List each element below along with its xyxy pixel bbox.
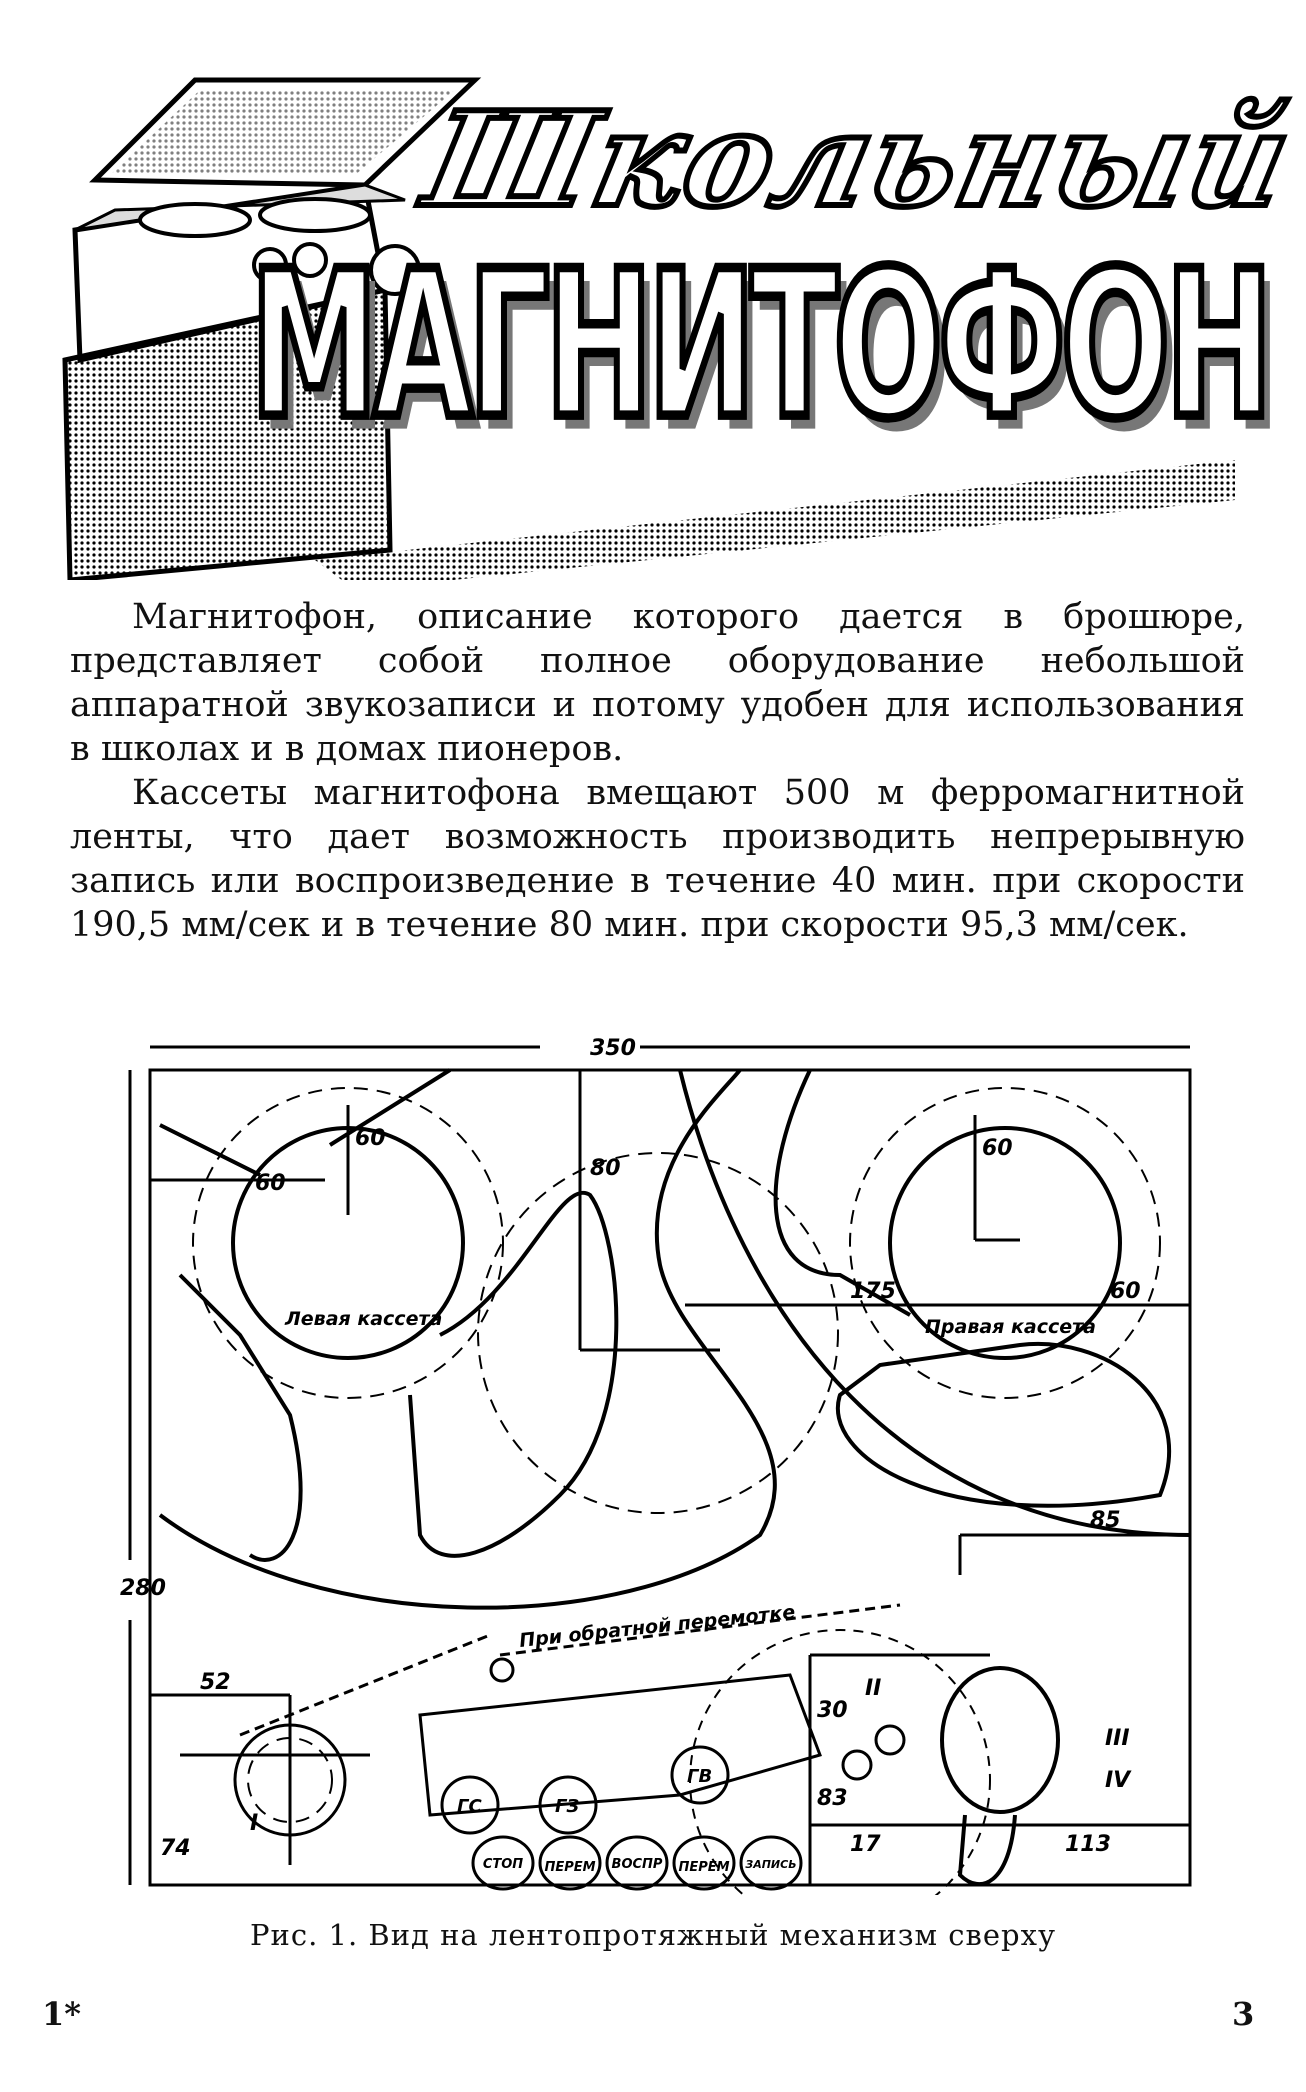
head-gz-label: ГЗ	[555, 1796, 579, 1817]
figure-caption: Рис. 1. Вид на лентопротяжный механизм с…	[249, 1918, 1057, 1952]
control-button-record: ЗАПИСЬ	[745, 1858, 796, 1871]
head-gv-label: ГВ	[687, 1766, 712, 1787]
control-button-play: ВОСПР	[612, 1857, 663, 1872]
roman-label: III	[1105, 1726, 1130, 1751]
left-cassette-label: Левая кассета	[284, 1308, 442, 1330]
paragraph: Магнитофон, описание которого дается в б…	[70, 597, 1245, 769]
control-button-rewind-back: ПЕРЕМ	[544, 1860, 595, 1875]
dim-17: 17	[850, 1832, 881, 1857]
roman-label: II	[865, 1676, 881, 1701]
dim-60: 60	[982, 1136, 1013, 1161]
panel-outline	[148, 1068, 1192, 1887]
right-cassette-reel	[888, 1126, 1122, 1360]
reverse-rewind-label: При обратной перемотке	[518, 1601, 796, 1652]
roman-label: I	[250, 1811, 258, 1836]
dim-113: 113	[1065, 1832, 1111, 1857]
dim-74: 74	[160, 1836, 191, 1861]
control-button-rewind-forward: ПЕРЕМ	[678, 1860, 729, 1875]
dim-height: 280	[120, 1576, 166, 1601]
head-gs-label: ГС	[457, 1796, 482, 1817]
signature-mark: 1*	[42, 1995, 81, 2033]
tape-recorder-illustration	[62, 77, 1235, 590]
dim-85: 85	[1090, 1508, 1121, 1533]
dim-175: 175	[850, 1279, 896, 1304]
figure-mechanism-diagram: 350 280 60 60 80 175 60 60 85 52 30 83 1…	[120, 1015, 1220, 1931]
paragraph: Кассеты магнитофона вмещают 500 м ферром…	[70, 773, 1245, 945]
dim-60: 60	[255, 1171, 286, 1196]
dim-80: 80	[590, 1156, 621, 1181]
right-cassette-label: Правая кассета	[925, 1316, 1096, 1338]
dim-60: 60	[1110, 1279, 1141, 1304]
title-illustration	[55, 60, 1255, 590]
page-number: 3	[1232, 1995, 1255, 2033]
dim-52: 52	[200, 1670, 231, 1695]
body-text: Магнитофон, описание которого дается в б…	[70, 595, 1245, 947]
control-button-stop: СТОП	[483, 1857, 523, 1872]
dim-30: 30	[817, 1698, 848, 1723]
title-block: МАГНИТОФОН	[247, 228, 1276, 464]
dim-60: 60	[355, 1126, 386, 1151]
roman-label: IV	[1105, 1768, 1132, 1793]
dim-width: 350	[590, 1036, 636, 1061]
dim-83: 83	[817, 1786, 848, 1811]
title-script: Школьный	[411, 80, 1306, 239]
capstan-flywheel	[940, 1666, 1060, 1814]
